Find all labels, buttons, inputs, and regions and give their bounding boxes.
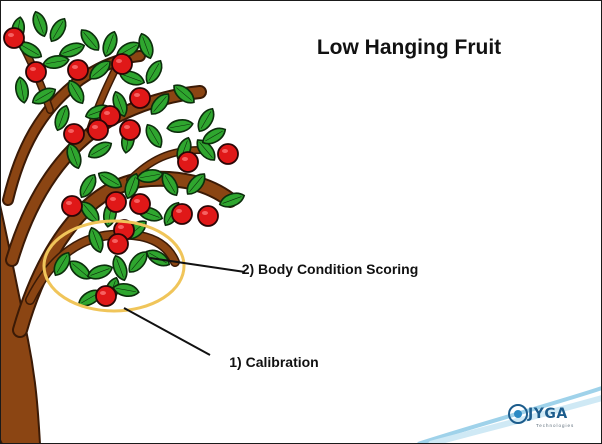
- slide-title: Low Hanging Fruit: [248, 36, 570, 60]
- logo-text: JYGA: [528, 406, 568, 422]
- company-logo: JYGA Technologies: [506, 396, 586, 432]
- callout-calibration: 1) Calibration: [210, 352, 338, 373]
- callout-body-condition-scoring: 2) Body Condition Scoring: [236, 259, 424, 280]
- logo-subtext: Technologies: [536, 423, 574, 428]
- jyga-logo-icon: [506, 402, 530, 426]
